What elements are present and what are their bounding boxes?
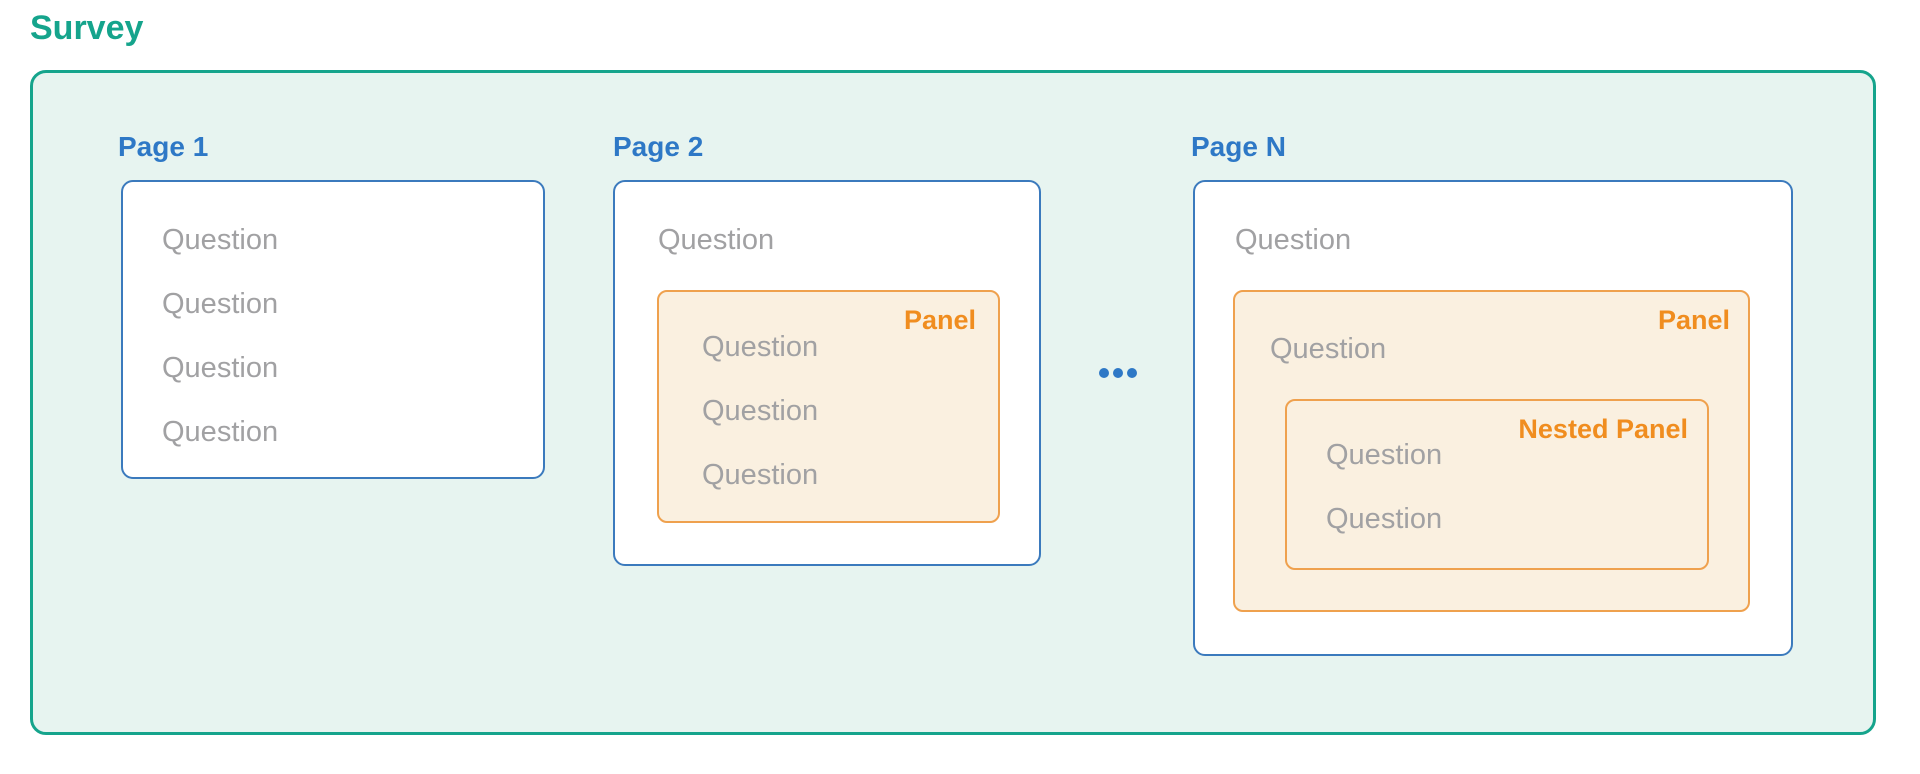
question-label: Question bbox=[702, 395, 819, 427]
question-label: Question bbox=[162, 352, 279, 384]
page-2-box: Question Panel Question Question Questio… bbox=[613, 180, 1041, 566]
panel-label: Panel bbox=[1657, 305, 1730, 335]
page-1-question-list: Question Question Question Question bbox=[123, 182, 543, 464]
question-label: Question bbox=[1326, 439, 1443, 471]
question-label: Question bbox=[658, 224, 775, 256]
question-label: Question bbox=[1235, 224, 1352, 256]
survey-container: Page 1 Question Question Question Questi… bbox=[30, 70, 1876, 735]
page-n-panel-question-list: Question bbox=[1235, 292, 1748, 381]
survey-title: Survey bbox=[30, 9, 144, 47]
page-2-question-list: Question bbox=[615, 182, 1039, 272]
question-label: Question bbox=[162, 224, 279, 256]
question-label: Question bbox=[162, 416, 279, 448]
question-label: Question bbox=[1326, 503, 1443, 535]
question-label: Question bbox=[162, 288, 279, 320]
page-n-question-list: Question bbox=[1195, 182, 1791, 272]
nested-panel-question-list: Question Question bbox=[1287, 401, 1707, 551]
ellipsis-dot bbox=[1099, 368, 1109, 378]
ellipsis-dot bbox=[1127, 368, 1137, 378]
page-1-box: Question Question Question Question bbox=[121, 180, 545, 479]
page-n-panel-box: Panel Question Nested Panel Question Que… bbox=[1233, 290, 1750, 612]
page-2-label: Page 2 bbox=[613, 131, 704, 162]
nested-panel-label: Nested Panel bbox=[1518, 414, 1688, 444]
page-n-label: Page N bbox=[1191, 131, 1286, 162]
more-pages-ellipsis-icon bbox=[1099, 368, 1137, 378]
question-label: Question bbox=[702, 331, 819, 363]
ellipsis-dot bbox=[1113, 368, 1123, 378]
nested-panel-box: Nested Panel Question Question bbox=[1285, 399, 1709, 570]
page-2-panel-box: Panel Question Question Question bbox=[657, 290, 1000, 523]
page-1-label: Page 1 bbox=[118, 131, 209, 162]
question-label: Question bbox=[1270, 333, 1387, 365]
page-2-panel-question-list: Question Question Question bbox=[659, 292, 998, 507]
question-label: Question bbox=[702, 459, 819, 491]
panel-label: Panel bbox=[903, 305, 976, 335]
page-n-box: Question Panel Question Nested Panel Que… bbox=[1193, 180, 1793, 656]
